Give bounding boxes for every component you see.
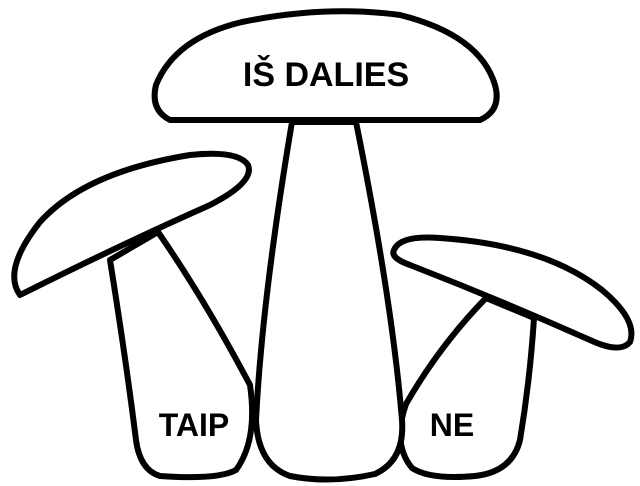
center-mushroom-stem <box>256 122 402 480</box>
center-mushroom-label: IŠ DALIES <box>243 55 409 94</box>
left-mushroom-label: TAIP <box>159 407 230 443</box>
right-mushroom-label: NE <box>430 407 474 443</box>
right-mushroom-stem <box>400 298 534 477</box>
